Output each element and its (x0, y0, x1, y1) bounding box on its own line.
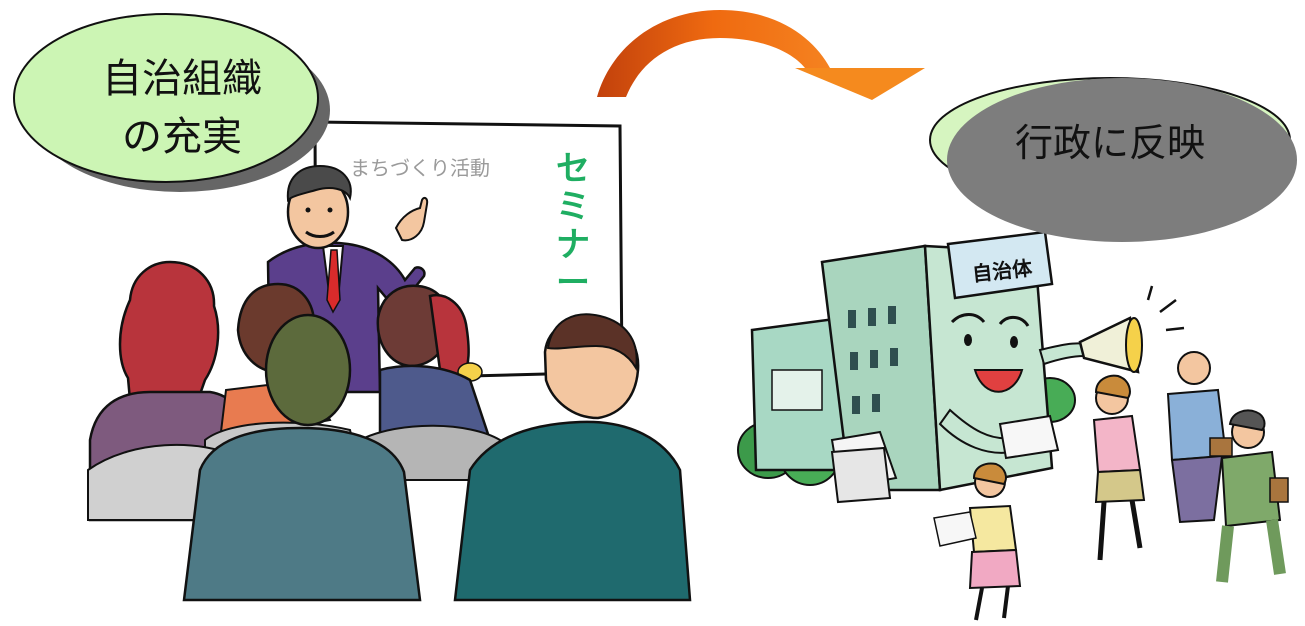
right-bubble (929, 77, 1297, 242)
right-bubble-text: 行政に反映 (1014, 121, 1205, 165)
municipal-building (737, 230, 1185, 504)
seminar-char: ー (556, 263, 590, 303)
megaphone-icon (1078, 285, 1185, 374)
seminar-char: セ (556, 149, 590, 189)
seminar-char: ミ (556, 187, 590, 227)
curved-arrow-icon (597, 10, 925, 100)
left-bubble-line2: の充実 (122, 114, 242, 160)
citizens (933, 351, 1289, 621)
left-bubble (13, 13, 330, 192)
whiteboard-caption: まちづくり活動 (350, 156, 490, 180)
seminar-vertical-text: セ ミ ナ ー (553, 150, 593, 302)
left-bubble-text: 自治組織 の充実 (62, 50, 302, 166)
left-bubble-line1: 自治組織 (102, 56, 262, 102)
seminar-char: ナ (556, 225, 590, 265)
audience (87, 260, 692, 602)
